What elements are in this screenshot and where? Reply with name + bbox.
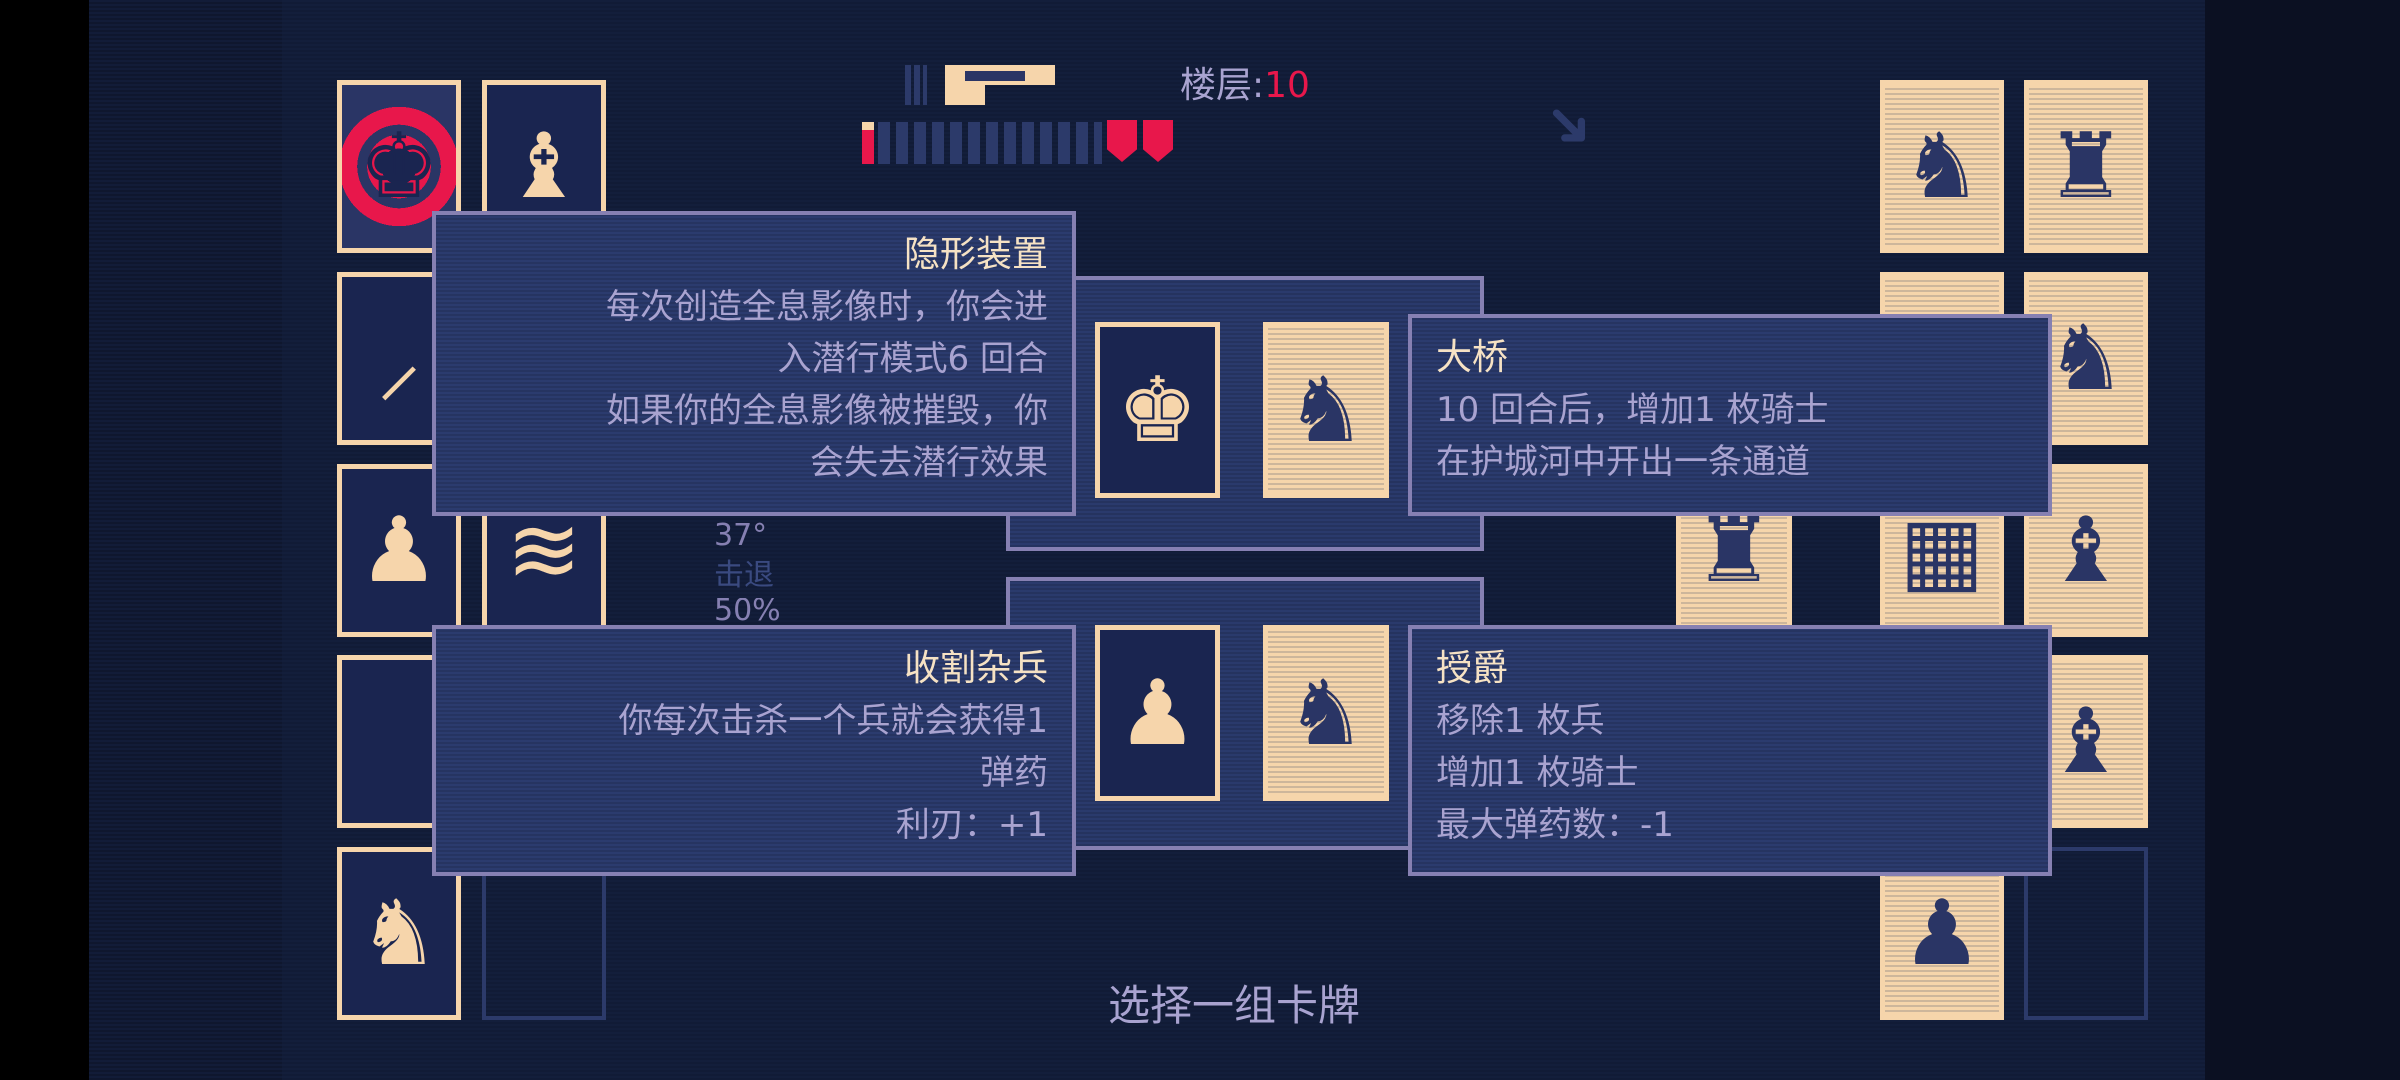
tooltip-line: 弹药	[980, 753, 1048, 793]
heart-icon	[1143, 120, 1173, 162]
deck-slot	[2024, 847, 2148, 1020]
card-pair-option-2[interactable]	[1006, 577, 1484, 850]
tooltip-line: 入潜行模式6 回合	[777, 339, 1048, 379]
tooltip-stealth-device: 隐形装置 每次创造全息影像时，你会进 入潜行模式6 回合 如果你的全息影像被摧毁…	[432, 211, 1076, 516]
tooltip-bridge: 大桥 10 回合后，增加1 枚骑士 在护城河中开出一条通道	[1408, 314, 2052, 516]
tooltip-line: 移除1 枚兵	[1436, 701, 1605, 741]
ammo-bar	[862, 122, 1102, 164]
tooltip-line: 你每次击杀一个兵就会获得1	[618, 701, 1048, 741]
card-pair-option-1[interactable]	[1006, 276, 1484, 551]
deck-card[interactable]: ♞	[1880, 80, 2004, 253]
hearts	[1107, 120, 1173, 162]
tooltip-knighting: 授爵 移除1 枚兵 增加1 枚骑士 最大弹药数：-1	[1408, 625, 2052, 876]
option-1-card-left[interactable]: ♚	[1095, 322, 1220, 498]
tooltip-title: 收割杂兵	[903, 648, 1048, 689]
tooltip-line: 在护城河中开出一条通道	[1436, 442, 1810, 482]
heart-icon	[1107, 120, 1137, 162]
tooltip-line: 每次创造全息影像时，你会进	[606, 287, 1048, 327]
knockback-label: 击退	[714, 558, 774, 593]
floor-label: 楼层:	[1180, 65, 1265, 106]
shotgun-icon	[905, 65, 1055, 105]
deck-card[interactable]: ♞	[337, 847, 461, 1020]
floor-indicator: 楼层:10	[1180, 56, 1310, 108]
knockback-value: 50%	[714, 598, 781, 624]
option-2-card-right[interactable]: ♞	[1263, 625, 1389, 801]
tooltip-title: 授爵	[1436, 648, 1509, 689]
right-border	[2205, 0, 2400, 1080]
tooltip-line: 会失去潜行效果	[810, 443, 1048, 483]
option-1-card-right[interactable]: ♞	[1263, 322, 1389, 498]
tooltip-line: 最大弹药数：-1	[1436, 805, 1674, 845]
floor-value: 10	[1264, 65, 1310, 106]
tooltip-reap-pawns: 收割杂兵 你每次击杀一个兵就会获得1 弹药 利刃：+1	[432, 625, 1076, 876]
choose-prompt: 选择一组卡牌	[1108, 981, 1361, 1030]
tooltip-line: 10 回合后，增加1 枚骑士	[1436, 390, 1829, 430]
tooltip-line: 增加1 枚骑士	[1436, 753, 1639, 793]
deck-card[interactable]: ♜	[2024, 80, 2148, 253]
tooltip-line: 如果你的全息影像被摧毁，你	[606, 391, 1048, 431]
tooltip-line: 利刃：+1	[895, 805, 1048, 845]
tooltip-title: 大桥	[1436, 337, 1509, 378]
option-2-card-left[interactable]: ♟	[1095, 625, 1220, 801]
stat-value: 37°	[714, 518, 768, 553]
tooltip-title: 隐形装置	[903, 234, 1048, 275]
